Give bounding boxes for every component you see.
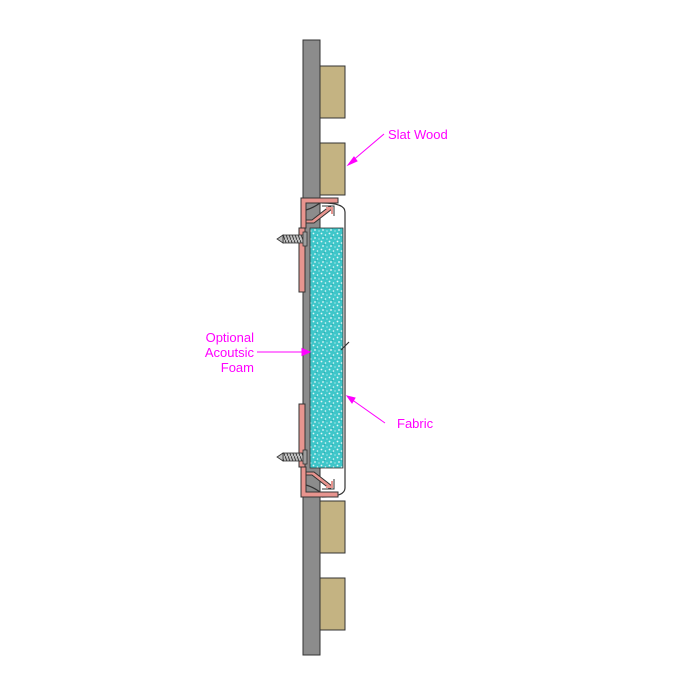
acoustic-foam [309,227,344,469]
leader-slat-wood [346,133,385,167]
screw [276,449,308,465]
label-slat-wood: Slat Wood [388,127,448,142]
label-foam-line-1: Optional [205,330,254,345]
label-fabric: Fabric [397,416,434,431]
label-foam-line-3: Foam [220,360,254,375]
slat-wood [319,65,346,631]
leader-fabric [345,395,386,424]
aluminum-frame-track-top [298,197,339,293]
label-optional-acoustic-foam: Optional Acoutsic Foam [180,330,254,375]
label-foam-line-2: Acoutsic [204,345,254,360]
fabric-tuck-mark [340,341,350,351]
aluminum-frame-track-bottom [298,403,339,498]
screw [276,231,308,247]
leader-foam [257,347,312,357]
